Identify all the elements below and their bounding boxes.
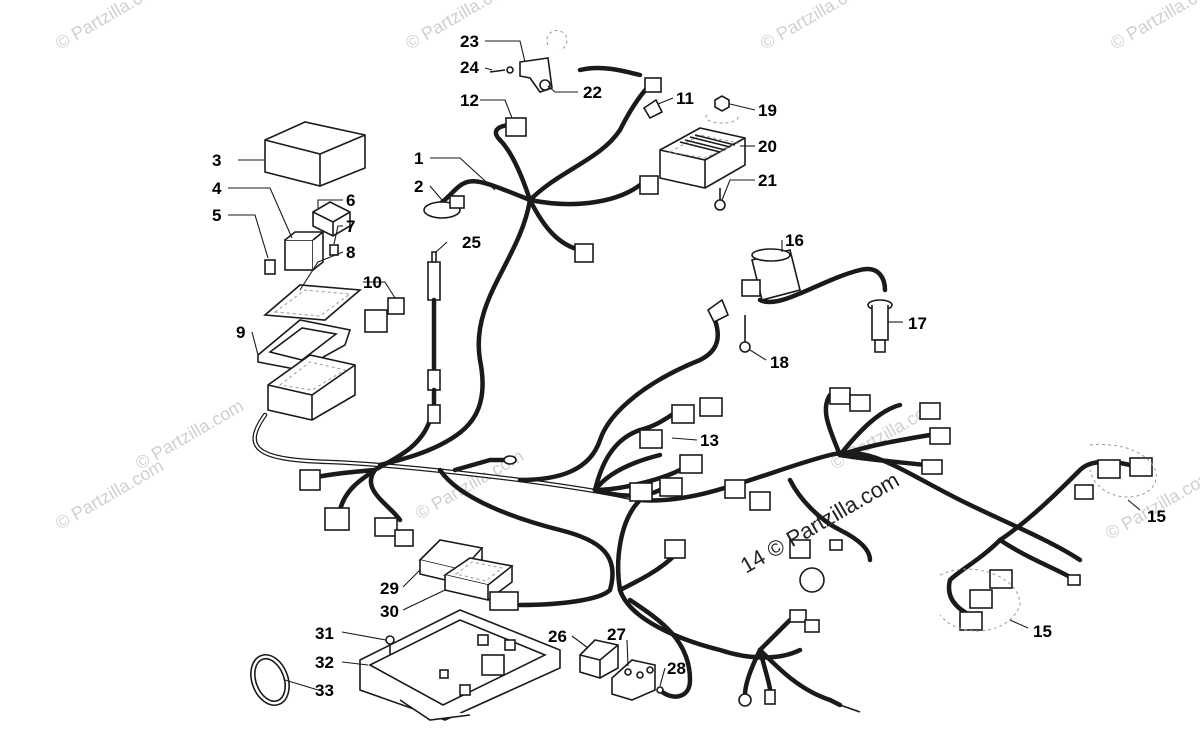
nut-19 — [705, 95, 739, 124]
connector-ecu-right — [664, 539, 686, 559]
fuse-box-body — [267, 354, 356, 421]
callout-7: 7 — [346, 217, 355, 236]
bracket-22 — [489, 29, 568, 93]
connector-top-right — [639, 175, 659, 195]
callout-16: 16 — [785, 231, 804, 250]
connector-right-group — [829, 387, 951, 475]
connector-left-c — [374, 517, 398, 537]
callout-4: 4 — [212, 179, 222, 198]
callout-33: 33 — [315, 681, 334, 700]
relay-26 — [579, 639, 619, 679]
callout-3: 3 — [212, 151, 221, 170]
callout-11: 11 — [676, 89, 694, 108]
callout-9: 9 — [236, 323, 245, 342]
callout-6: 6 — [346, 191, 355, 210]
connector-15-group — [939, 443, 1157, 632]
circuit-board — [263, 284, 362, 321]
gasket — [257, 319, 352, 371]
fuse-clip — [329, 244, 339, 256]
callout-12: 12 — [460, 91, 479, 110]
fuse-box-cover — [264, 121, 366, 187]
callout-25: 25 — [462, 233, 481, 252]
connector-12 — [505, 117, 527, 137]
callout-26: 26 — [548, 627, 567, 646]
leader-lines — [228, 40, 1141, 691]
terminal-block — [611, 659, 664, 701]
watermark: © Partzilla.com — [1107, 0, 1200, 53]
callout-31: 31 — [315, 624, 334, 643]
connector-lower — [574, 243, 594, 263]
callout-29: 29 — [380, 579, 399, 598]
connector-10 — [364, 297, 405, 333]
callout-10: 10 — [363, 273, 382, 292]
watermark: © Partzilla.com — [757, 0, 872, 53]
electrical-tray — [359, 609, 561, 721]
callout-15-upper: 15 — [1147, 507, 1166, 526]
relay-small — [312, 201, 351, 237]
watermark: © Partzilla.com — [132, 395, 247, 473]
connector-left-b — [324, 507, 350, 531]
callout-18: 18 — [770, 353, 789, 372]
sensor-25 — [427, 251, 441, 424]
callout-17: 17 — [908, 314, 927, 333]
clip-11 — [642, 98, 664, 120]
clamp-ring — [250, 654, 290, 706]
voltage-regulator — [659, 127, 746, 189]
connector-14-group — [724, 479, 843, 593]
fuse-small — [264, 259, 276, 275]
callout-22: 22 — [583, 83, 602, 102]
callout-27: 27 — [607, 625, 626, 644]
relay — [284, 230, 326, 271]
bolt-21 — [714, 188, 726, 211]
watermark-layer: © Partzilla.com © Partzilla.com © Partzi… — [52, 0, 1200, 543]
connector-13-group — [629, 397, 723, 502]
screw-18 — [739, 315, 751, 353]
plug-17 — [867, 299, 893, 353]
connector-2 — [423, 195, 465, 219]
callout-2: 2 — [414, 177, 423, 196]
callout-30: 30 — [380, 602, 399, 621]
connector-top — [644, 77, 662, 93]
callout-14-stamp: 14 © Partzilla.com — [736, 467, 903, 578]
callout-32: 32 — [315, 653, 334, 672]
callout-19: 19 — [758, 101, 777, 120]
connector-left-d — [394, 529, 414, 547]
callout-24: 24 — [460, 58, 479, 77]
callout-13: 13 — [700, 431, 719, 450]
starter-solenoid — [741, 248, 801, 301]
callout-21: 21 — [758, 171, 777, 190]
callout-28: 28 — [667, 659, 686, 678]
callout-20: 20 — [758, 137, 777, 156]
watermark: © Partzilla.com — [52, 0, 167, 53]
callout-8: 8 — [346, 243, 355, 262]
ring-terminal — [452, 455, 517, 473]
pigtail-group — [738, 609, 861, 713]
callout-15-lower: 15 — [1033, 622, 1052, 641]
callout-1: 1 — [414, 149, 423, 168]
callout-23: 23 — [460, 32, 479, 51]
callout-5: 5 — [212, 206, 221, 225]
ecu-body — [443, 557, 514, 602]
parts-layer — [250, 29, 1157, 721]
connector-mid — [706, 298, 730, 324]
connector-left-a — [299, 469, 321, 491]
ecu-connector — [489, 591, 519, 611]
